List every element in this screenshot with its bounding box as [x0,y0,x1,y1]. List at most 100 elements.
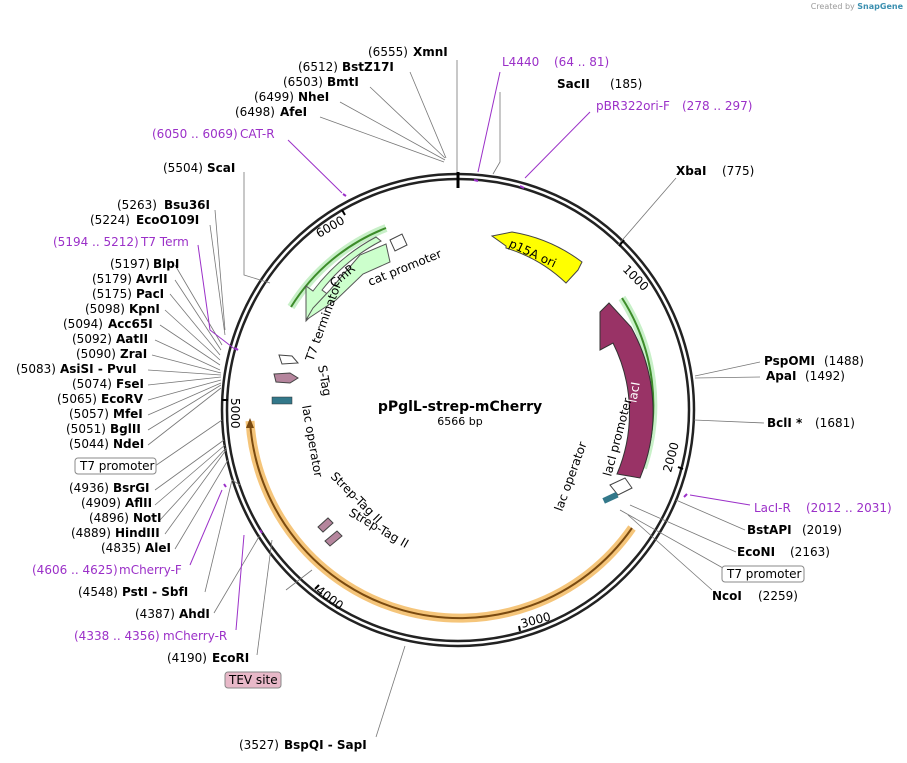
stag-arrow[interactable] [273,372,299,384]
enzyme-aatii-pos: (5092) [72,332,112,346]
enzyme-xmni-pos: (6555) [368,45,408,59]
enzyme-psp-omi[interactable]: PspOMI [764,354,815,368]
lac-operator-left-label: lac operator [299,404,325,478]
enzyme-bsu36i[interactable]: Bsu36I [164,198,210,212]
enzyme-ecoo109i-pos: (5224) [90,213,130,227]
enzyme-ecori[interactable]: EcoRI [212,651,249,665]
enzyme-mfei[interactable]: MfeI [113,407,143,421]
enzyme-paci-pos: (5175) [92,287,132,301]
t7-promoter-left-box[interactable] [74,457,157,475]
enzyme-apai-pos: (1492) [805,369,845,383]
enzyme-aatii[interactable]: AatII [116,332,148,346]
cat-promoter-arrow[interactable] [389,233,408,252]
enzyme-paci[interactable]: PacI [136,287,164,301]
enzyme-psp-omi-pos: (1488) [824,354,864,368]
enzyme-bcli[interactable]: BclI * [767,416,803,430]
primer-t7-term[interactable]: T7 Term [140,235,189,249]
enzyme-noti[interactable]: NotI [133,511,162,525]
enzyme-ndei[interactable]: NdeI [113,437,144,451]
lac-operator-left-box[interactable] [271,396,293,405]
enzyme-bcli-pos: (1681) [815,416,855,430]
p15a-ori-arrow[interactable] [490,231,583,284]
enzyme-ndei-pos: (5044) [69,437,109,451]
enzyme-bmti[interactable]: BmtI [327,75,359,89]
t7-promoter-right-label: T7 promoter [726,567,802,581]
primer-cat-r-range: (6050 .. 6069) [152,127,238,141]
enzyme-aflii-pos: (4909) [81,496,121,510]
strep-tag-2-arrow[interactable] [324,530,343,547]
enzyme-bstz17i[interactable]: BstZ17I [342,60,394,74]
enzyme-nhei-pos: (6499) [254,90,294,104]
tev-site: TEV site [224,671,282,689]
enzyme-xmni[interactable]: XmnI [413,45,448,59]
enzyme-afei[interactable]: AfeI [280,105,307,119]
tick-mark [618,239,625,247]
primer-cat-r[interactable]: CAT-R [240,127,275,141]
t7-terminator-arrow[interactable] [278,354,300,365]
primer-mcherry-r[interactable]: mCherry-R [163,629,227,643]
enzyme-bstapi-pos: (2019) [802,523,842,537]
enzyme-bspqi-sapi[interactable]: BspQI - SapI [284,738,367,752]
cmr-body[interactable] [305,243,391,321]
primer-l4440-range: (64 .. 81) [554,55,609,69]
enzyme-ecorv-pos: (5065) [57,392,97,406]
primer-pbr322ori-f[interactable]: pBR322ori-F [596,99,670,113]
enzyme-asisi-pvui[interactable]: AsiSI - PvuI [60,362,137,376]
enzyme-blpi-pos: (5197) [110,257,150,271]
primer-t7-term-range: (5194 .. 5212) [53,235,139,249]
enzyme-acc65i[interactable]: Acc65I [108,317,153,331]
enzyme-fsei-pos: (5074) [72,377,112,391]
snapgene-credit: Created by SnapGene [811,2,903,11]
tick-mark [677,466,684,470]
mcherry-arrow-head [246,418,254,428]
enzyme-bstz17i-pos: (6512) [298,60,338,74]
enzyme-ecori-pos: (4190) [167,651,207,665]
enzyme-bglii[interactable]: BglII [110,422,141,436]
enzyme-nhei[interactable]: NheI [298,90,329,104]
enzyme-sacii[interactable]: SacII [557,77,590,91]
tev-site-box[interactable] [224,671,282,689]
enzyme-alei[interactable]: AleI [145,541,171,555]
enzyme-apai[interactable]: ApaI [766,369,796,383]
lac-operator-right-box[interactable] [602,491,619,504]
enzyme-ahdi[interactable]: AhdI [179,607,210,621]
enzyme-hindiii[interactable]: HindIII [115,526,160,540]
primer-laci-r[interactable]: LacI-R [754,501,791,515]
enzyme-bsrgi-pos: (4936) [69,481,109,495]
strep-tag-1-arrow[interactable] [317,517,334,533]
enzyme-aflii[interactable]: AflII [125,496,152,510]
enzyme-bsu36i-pos: (5263) [117,198,157,212]
primer-mcherry-f-range: (4606 .. 4625) [32,563,118,577]
enzyme-noti-pos: (4896) [89,511,129,525]
enzyme-hindiii-pos: (4889) [71,526,111,540]
enzyme-scai[interactable]: ScaI [207,161,235,175]
enzyme-bstapi[interactable]: BstAPI [747,523,792,537]
mcherry-line [249,420,633,620]
enzyme-avrii-pos: (5179) [92,272,132,286]
lacI-arrow[interactable] [599,302,654,479]
enzyme-blpi[interactable]: BlpI [153,257,179,271]
enzyme-zrai[interactable]: ZraI [120,347,147,361]
enzyme-xbai[interactable]: XbaI [676,164,706,178]
t7-promoter-right-box[interactable] [721,565,805,583]
enzyme-ecorv[interactable]: EcoRV [101,392,144,406]
boxed-labels: T7 promoter T7 promoter [74,457,805,583]
laci-promoter-arrow[interactable] [609,477,633,496]
enzyme-fsei[interactable]: FseI [116,377,144,391]
primer-pbr322ori-f-range: (278 .. 297) [682,99,752,113]
leader-lines [147,60,765,738]
enzyme-kpni[interactable]: KpnI [129,302,160,316]
enzyme-ncoi[interactable]: NcoI [712,589,742,603]
enzyme-kpni-pos: (5098) [85,302,125,316]
primer-mcherry-f[interactable]: mCherry-F [119,563,182,577]
enzyme-ecoo109i[interactable]: EcoO109I [136,213,199,227]
primer-leader-lines [189,71,751,631]
enzyme-mfei-pos: (5057) [69,407,109,421]
enzyme-bsrgi[interactable]: BsrGI [113,481,150,495]
enzyme-psti-sbfi[interactable]: PstI - SbfI [122,585,188,599]
primer-l4440[interactable]: L4440 [502,55,539,69]
enzyme-sacii-pos: (185) [610,77,642,91]
enzyme-econi[interactable]: EcoNI [737,545,775,559]
enzyme-avrii[interactable]: AvrII [136,272,168,286]
